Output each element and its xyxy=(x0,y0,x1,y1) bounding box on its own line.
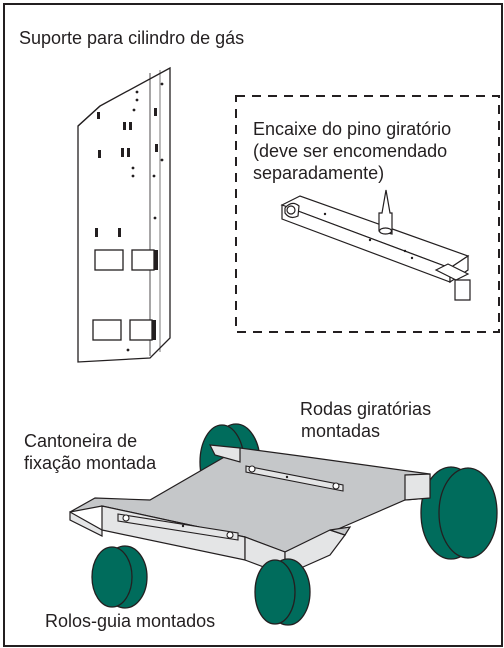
swivel-casters-label-line: Rodas giratórias xyxy=(300,399,432,419)
swivel-pin-label-line: (deve ser encomendado xyxy=(253,141,448,161)
front-right-roller xyxy=(254,558,311,626)
bracket-label: Cantoneira de fixação montada xyxy=(24,430,156,474)
swivel-pin-label-line: Encaixe do pino giratório xyxy=(253,119,452,139)
swivel-pin-callout-box xyxy=(235,95,500,333)
mounting-bracket-front xyxy=(117,513,239,541)
bracket-label-line: fixação montada xyxy=(24,453,157,473)
mounting-bracket-rear xyxy=(245,465,344,492)
swivel-pin-bar xyxy=(280,189,471,301)
diagram-title: Suporte para cilindro de gás xyxy=(19,28,245,48)
cylinder-support-panel xyxy=(77,66,171,363)
swivel-pin-label: Encaixe do pino giratório (deve ser enco… xyxy=(253,118,451,184)
swivel-pin-label-line: separadamente) xyxy=(253,163,385,183)
swivel-casters-label-line: montadas xyxy=(301,421,381,441)
swivel-casters-label: Rodas giratórias montadas xyxy=(300,398,431,442)
swivel-caster-wheel xyxy=(420,466,498,560)
front-left-roller xyxy=(91,545,148,609)
bracket-label-line: Cantoneira de xyxy=(24,431,138,451)
panel-windows xyxy=(92,249,155,341)
panel-slots xyxy=(95,82,164,352)
guide-rollers-label: Rolos-guia montados xyxy=(45,611,216,631)
cart-assembly xyxy=(69,423,498,626)
